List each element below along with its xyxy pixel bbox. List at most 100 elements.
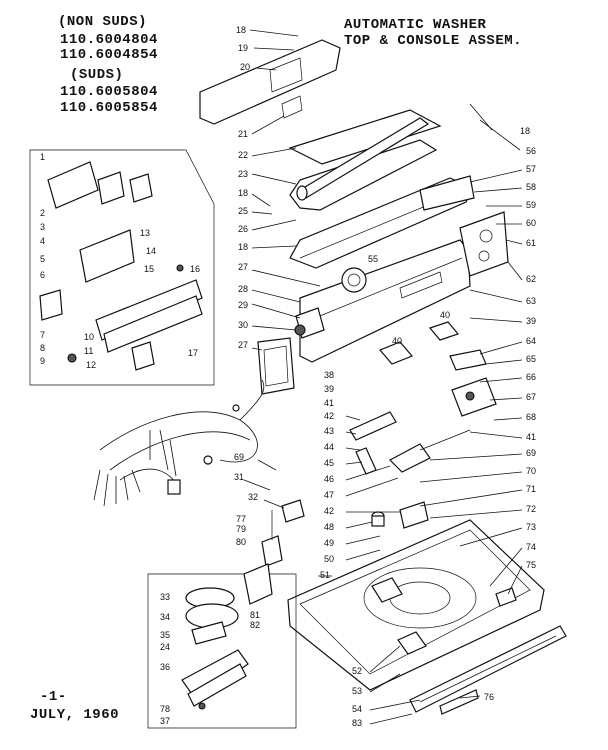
part-label: 63 xyxy=(526,296,536,306)
part-label: 54 xyxy=(352,704,362,714)
part-labels: 18 19 20 21 22 23 18 25 26 18 27 28 29 3… xyxy=(40,25,536,728)
part-label: 2 xyxy=(40,208,45,218)
right-bracket xyxy=(419,175,475,211)
part-label: 18 xyxy=(236,25,246,35)
part-label: 16 xyxy=(190,264,200,274)
console-back-panel xyxy=(199,39,341,125)
part-label: 59 xyxy=(526,200,536,210)
part-label: 61 xyxy=(526,238,536,248)
part-label: 8 xyxy=(40,343,45,353)
part-label: 75 xyxy=(526,560,536,570)
part-label: 74 xyxy=(526,542,536,552)
issue-date: JULY, 1960 xyxy=(30,707,120,723)
lid-plate xyxy=(257,337,295,395)
page-number: -1- xyxy=(40,689,67,705)
part-label: 28 xyxy=(238,284,248,294)
part-label: 40 xyxy=(440,310,450,320)
part-label: 29 xyxy=(238,300,248,310)
diagram-subtitle: TOP & CONSOLE ASSEM. xyxy=(344,33,523,49)
part-label: 32 xyxy=(248,492,258,502)
part-label: 66 xyxy=(526,372,536,382)
part-label: 76 xyxy=(484,692,494,702)
part-label: 82 xyxy=(250,620,260,630)
part-label: 31 xyxy=(234,472,244,482)
part-label: 43 xyxy=(324,426,334,436)
switch-block xyxy=(294,307,325,339)
block-40 xyxy=(378,321,460,365)
agitator-inset xyxy=(147,563,297,729)
part-label: 33 xyxy=(160,592,170,602)
model-number: 110.6004854 xyxy=(60,47,158,63)
part-label: 10 xyxy=(84,332,94,342)
part-label: 18 xyxy=(520,126,530,136)
part-label: 42 xyxy=(324,411,334,421)
part-label: 17 xyxy=(188,348,198,358)
valve-assembly xyxy=(449,349,497,417)
part-label: 58 xyxy=(526,182,536,192)
fluorescent-tube xyxy=(296,117,430,201)
part-label: 77 xyxy=(236,514,246,524)
diagram-title: AUTOMATIC WASHER xyxy=(344,17,487,33)
part-label: 72 xyxy=(526,504,536,514)
part-label: 53 xyxy=(352,686,362,696)
model-number: 110.6004804 xyxy=(60,32,158,48)
light-shield xyxy=(288,109,442,211)
part-label: 79 xyxy=(236,524,246,534)
part-label: 9 xyxy=(40,356,45,366)
part-label: 7 xyxy=(40,330,45,340)
part-label: 35 xyxy=(160,630,170,640)
control-panel-inset xyxy=(29,149,215,386)
part-label: 78 xyxy=(160,704,170,714)
part-label: 55 xyxy=(368,254,378,264)
part-label: 46 xyxy=(324,474,334,484)
part-label: 39 xyxy=(324,384,334,394)
part-label: 42 xyxy=(324,506,334,516)
model-number: 110.6005854 xyxy=(60,100,158,116)
part-label: 51 xyxy=(320,570,330,580)
part-label: 47 xyxy=(324,490,334,500)
console-front xyxy=(299,239,471,363)
part-label: 52 xyxy=(352,666,362,676)
part-label: 83 xyxy=(352,718,362,728)
part-label: 69 xyxy=(234,452,244,462)
relay xyxy=(261,510,283,567)
part-label: 20 xyxy=(240,62,250,72)
part-label: 71 xyxy=(526,484,536,494)
leader-lines xyxy=(243,29,523,725)
part-label: 44 xyxy=(324,442,334,452)
part-label: 15 xyxy=(144,264,154,274)
part-label: 14 xyxy=(146,246,156,256)
part-label: 57 xyxy=(526,164,536,174)
cap-48 xyxy=(371,511,385,527)
part-label: 68 xyxy=(526,412,536,422)
bracket-32 xyxy=(281,499,305,523)
part-label: 4 xyxy=(40,236,45,246)
trim-strip xyxy=(409,625,567,715)
part-label: 27 xyxy=(238,262,248,272)
part-label: 1 xyxy=(40,152,45,162)
part-label: 21 xyxy=(238,129,248,139)
part-label: 39 xyxy=(526,316,536,326)
part-label: 22 xyxy=(238,150,248,160)
washer-top xyxy=(287,519,545,691)
wiring-harness xyxy=(93,379,265,507)
part-label: 40 xyxy=(392,336,402,346)
part-label: 24 xyxy=(160,642,170,652)
part-label: 27 xyxy=(238,340,248,350)
model-nonsuds-heading: (NON SUDS) xyxy=(58,14,148,30)
part-label: 34 xyxy=(160,612,170,622)
part-label: 37 xyxy=(160,716,170,726)
part-label: 62 xyxy=(526,274,536,284)
part-label: 49 xyxy=(324,538,334,548)
part-label: 60 xyxy=(526,218,536,228)
part-label: 80 xyxy=(236,537,246,547)
model-number: 110.6005804 xyxy=(60,84,158,100)
part-label: 73 xyxy=(526,522,536,532)
part-label: 30 xyxy=(238,320,248,330)
part-label: 23 xyxy=(238,169,248,179)
part-label: 19 xyxy=(238,43,248,53)
part-label: 6 xyxy=(40,270,45,280)
part-label: 36 xyxy=(160,662,170,672)
part-label: 18 xyxy=(238,188,248,198)
